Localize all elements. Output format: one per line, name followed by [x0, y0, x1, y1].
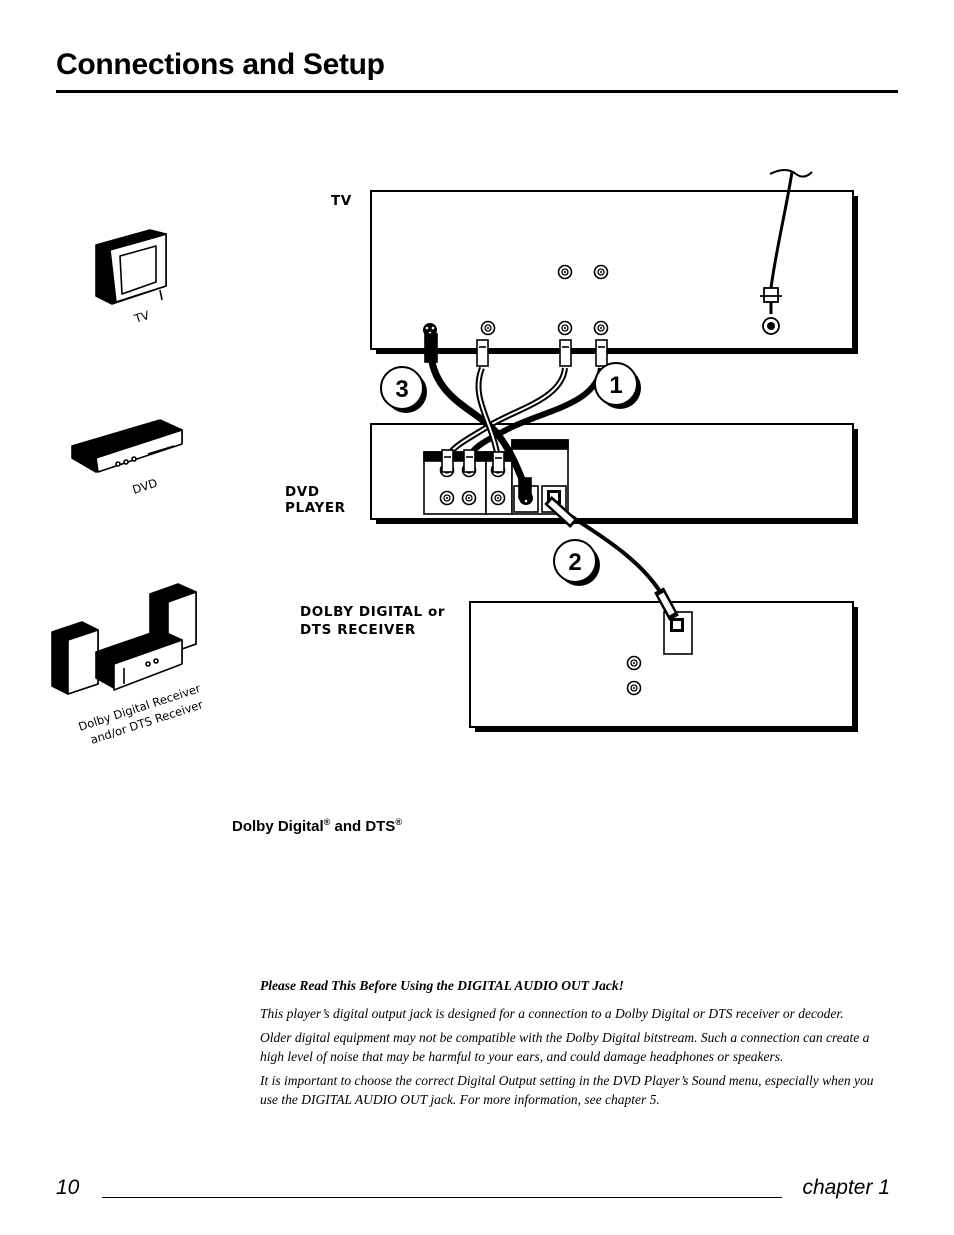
audio-cable-left: [444, 367, 568, 460]
chapter-label: chapter 1: [802, 1176, 890, 1199]
tv-plugs: [424, 333, 608, 367]
registered-mark-1: ®: [323, 817, 331, 827]
digital-audio-notes: Please Read This Before Using the DIGITA…: [260, 977, 882, 1115]
tv-icon-caption: TV: [132, 308, 152, 326]
tv-audio-in-jack-left: [557, 320, 573, 336]
dvd-icon: [71, 419, 183, 473]
optical-digital-cable: [544, 495, 679, 621]
notes-title: Please Read This Before Using the DIGITA…: [260, 978, 624, 993]
page-number: 10: [56, 1176, 80, 1199]
tv-video-in-jack: [480, 320, 496, 336]
receiver-label-line2: DTS RECEIVER: [300, 622, 416, 638]
dvd-audio-out-jack-right-2: [461, 490, 477, 506]
registered-mark-2: ®: [395, 817, 402, 827]
tv-audio-in-jack-right: [593, 320, 609, 336]
notes-paragraph: It is important to choose the correct Di…: [260, 1073, 874, 1107]
tv-antenna-jack: [762, 317, 780, 335]
tv-audio-in-jack-top-right: [593, 264, 609, 280]
page-title: Connections and Setup: [56, 48, 385, 81]
footer-rule: [102, 1197, 782, 1198]
tv-icon: [95, 229, 167, 305]
section-heading-and: and DTS: [330, 818, 396, 835]
dvd-audio-out-jack-left-2: [439, 490, 455, 506]
receiver-jack-bottom: [626, 680, 642, 696]
video-cable: [475, 366, 501, 459]
dvd-plugs: [441, 449, 532, 499]
receiver-label-line1: DOLBY DIGITAL or: [300, 604, 446, 620]
section-heading: Dolby Digital® and DTS®: [232, 817, 402, 835]
dvd-video-out-jack-2: [490, 490, 506, 506]
notes-paragraph: Older digital equipment may not be compa…: [260, 1030, 870, 1064]
section-heading-text: Dolby Digital: [232, 818, 324, 835]
dvd-icon-caption: DVD: [131, 476, 160, 497]
callout-1: 1: [594, 362, 641, 409]
callout-2-text: 2: [568, 549, 581, 576]
notes-paragraph: This player’s digital output jack is des…: [260, 1005, 844, 1021]
callout-3-text: 3: [395, 376, 408, 403]
receiver-back-panel: [469, 601, 858, 732]
receiver-icon: [51, 583, 197, 695]
tv-label: TV: [331, 193, 352, 209]
audio-cable-right: [466, 367, 604, 460]
callout-2: 2: [553, 539, 600, 586]
dvd-player-label-line2: PLAYER: [285, 500, 346, 516]
callout-1-text: 1: [609, 372, 622, 399]
receiver-digital-input-block: [663, 611, 693, 655]
antenna-cable: [760, 169, 813, 314]
title-rule: [56, 90, 898, 93]
callout-3: 3: [380, 366, 427, 413]
tv-audio-in-jack-top-left: [557, 264, 573, 280]
dvd-player-label-line1: DVD: [285, 484, 320, 500]
receiver-jack-top: [626, 655, 642, 671]
